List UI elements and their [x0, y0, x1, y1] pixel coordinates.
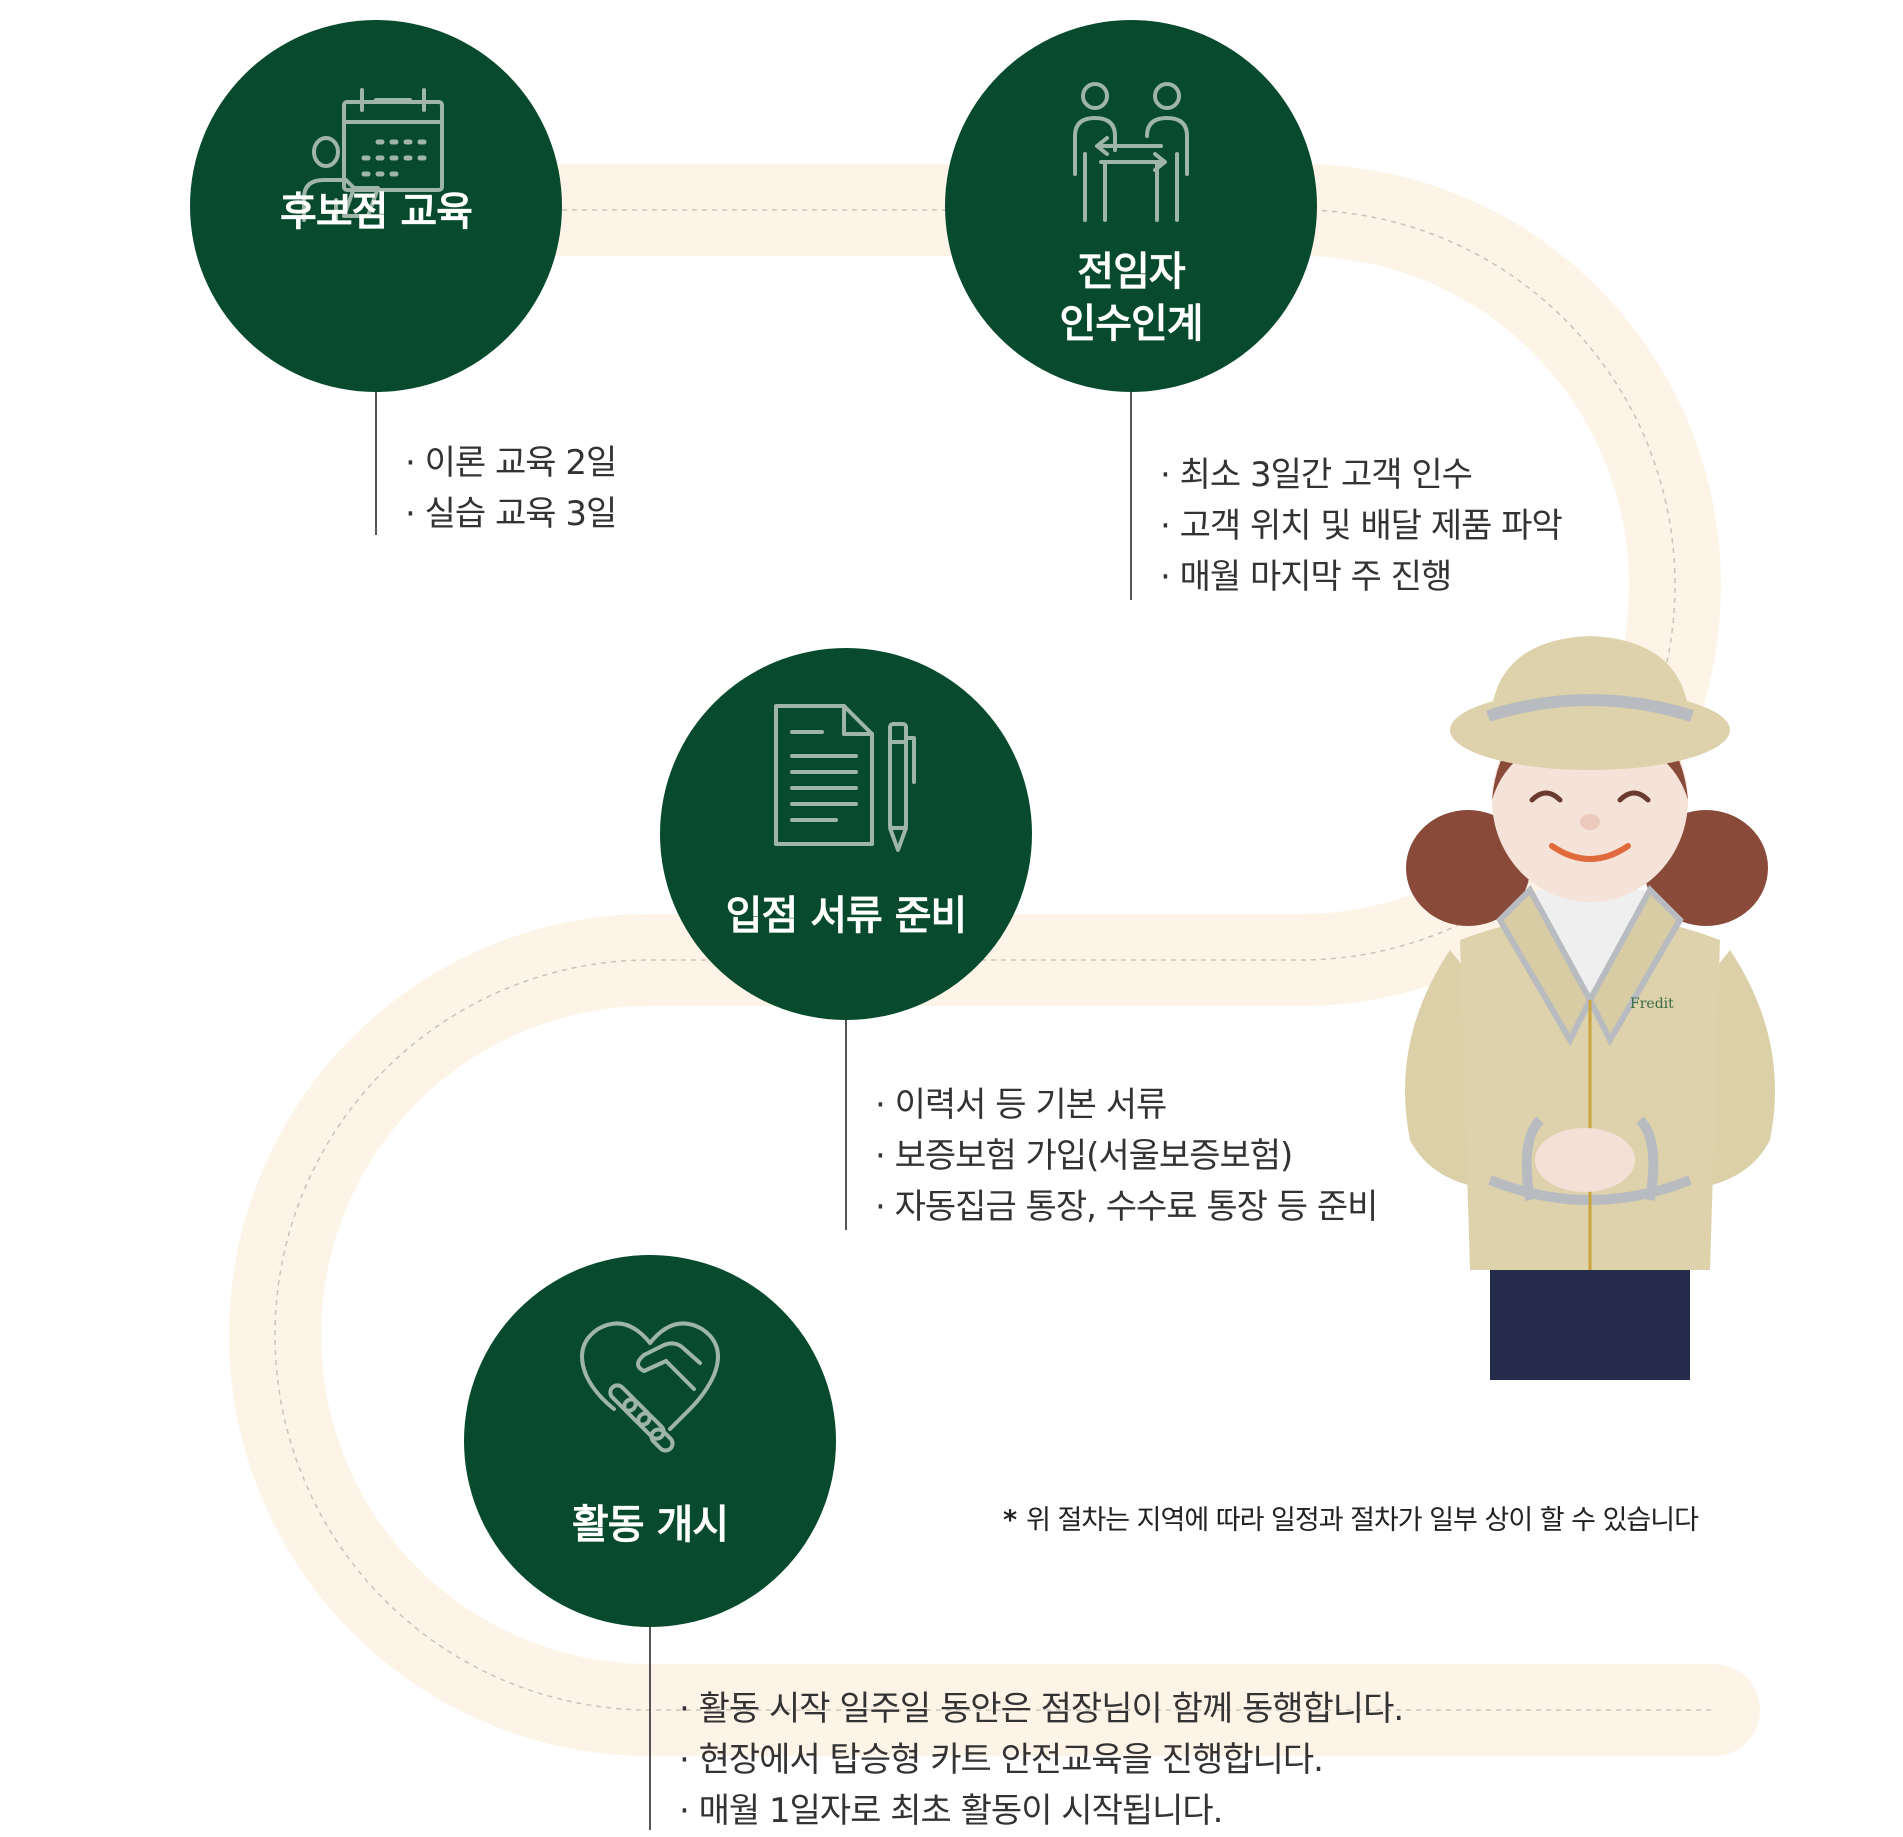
two-people-exchange-icon: [1073, 82, 1189, 222]
step-bullets: 이론 교육 2일 실습 교육 3일: [405, 438, 618, 540]
list-item: 이론 교육 2일: [405, 438, 618, 489]
step-candidate-training: 후보점 교육: [190, 20, 562, 392]
mascot-character-icon: Fredit: [1405, 636, 1775, 1380]
step-bullets: 이력서 등 기본 서류 보증보험 가입(서울보증보험) 자동집금 통장, 수수료…: [875, 1080, 1379, 1233]
step-title: 인수인계: [1059, 301, 1203, 347]
connector-line: [375, 392, 377, 535]
list-item: 이력서 등 기본 서류: [875, 1080, 1377, 1131]
list-item: 최소 3일간 고객 인수: [1160, 450, 1562, 501]
step-title: 입점 서류 준비: [725, 893, 968, 939]
step-start-activity: 활동 개시: [464, 1255, 836, 1627]
connector-line: [1130, 392, 1132, 600]
list-item: 매월 마지막 주 진행: [1160, 552, 1562, 603]
list-item: 활동 시작 일주일 동안은 점장님이 함께 동행합니다.: [679, 1684, 1405, 1735]
step-title: 후보점 교육: [280, 189, 473, 235]
step-bullets: 최소 3일간 고객 인수 고객 위치 및 배달 제품 파악 매월 마지막 주 진…: [1160, 450, 1563, 603]
note-marker: *: [1003, 1505, 1017, 1536]
step-documents: 입점 서류 준비: [660, 648, 1032, 1020]
step-title: 활동 개시: [571, 1502, 729, 1548]
step-bullets: 활동 시작 일주일 동안은 점장님이 함께 동행합니다. 현장에서 탑승형 카트…: [679, 1684, 1405, 1837]
list-item: 실습 교육 3일: [405, 489, 618, 540]
step-title: 전임자: [1077, 249, 1185, 295]
calendar-training-icon: [302, 88, 444, 222]
disclaimer-note: * 위 절차는 지역에 따라 일정과 절차가 일부 상이 할 수 있습니다: [1003, 1498, 1699, 1537]
list-item: 매월 1일자로 최초 활동이 시작됩니다.: [679, 1786, 1403, 1837]
step-handover: 전임자 인수인계: [945, 20, 1317, 392]
list-item: 보증보험 가입(서울보증보험): [875, 1131, 1377, 1182]
list-item: 자동집금 통장, 수수료 통장 등 준비: [875, 1182, 1379, 1233]
badge-text: Fredit: [1630, 996, 1674, 1012]
list-item: 고객 위치 및 배달 제품 파악: [1160, 501, 1563, 552]
document-pen-icon: [774, 704, 916, 852]
list-item: 현장에서 탑승형 카트 안전교육을 진행합니다.: [679, 1735, 1403, 1786]
connector-line: [845, 1020, 847, 1230]
connector-line: [649, 1627, 651, 1830]
note-text: 위 절차는 지역에 따라 일정과 절차가 일부 상이 할 수 있습니다: [1026, 1505, 1699, 1536]
handshake-heart-icon: [580, 1321, 720, 1453]
